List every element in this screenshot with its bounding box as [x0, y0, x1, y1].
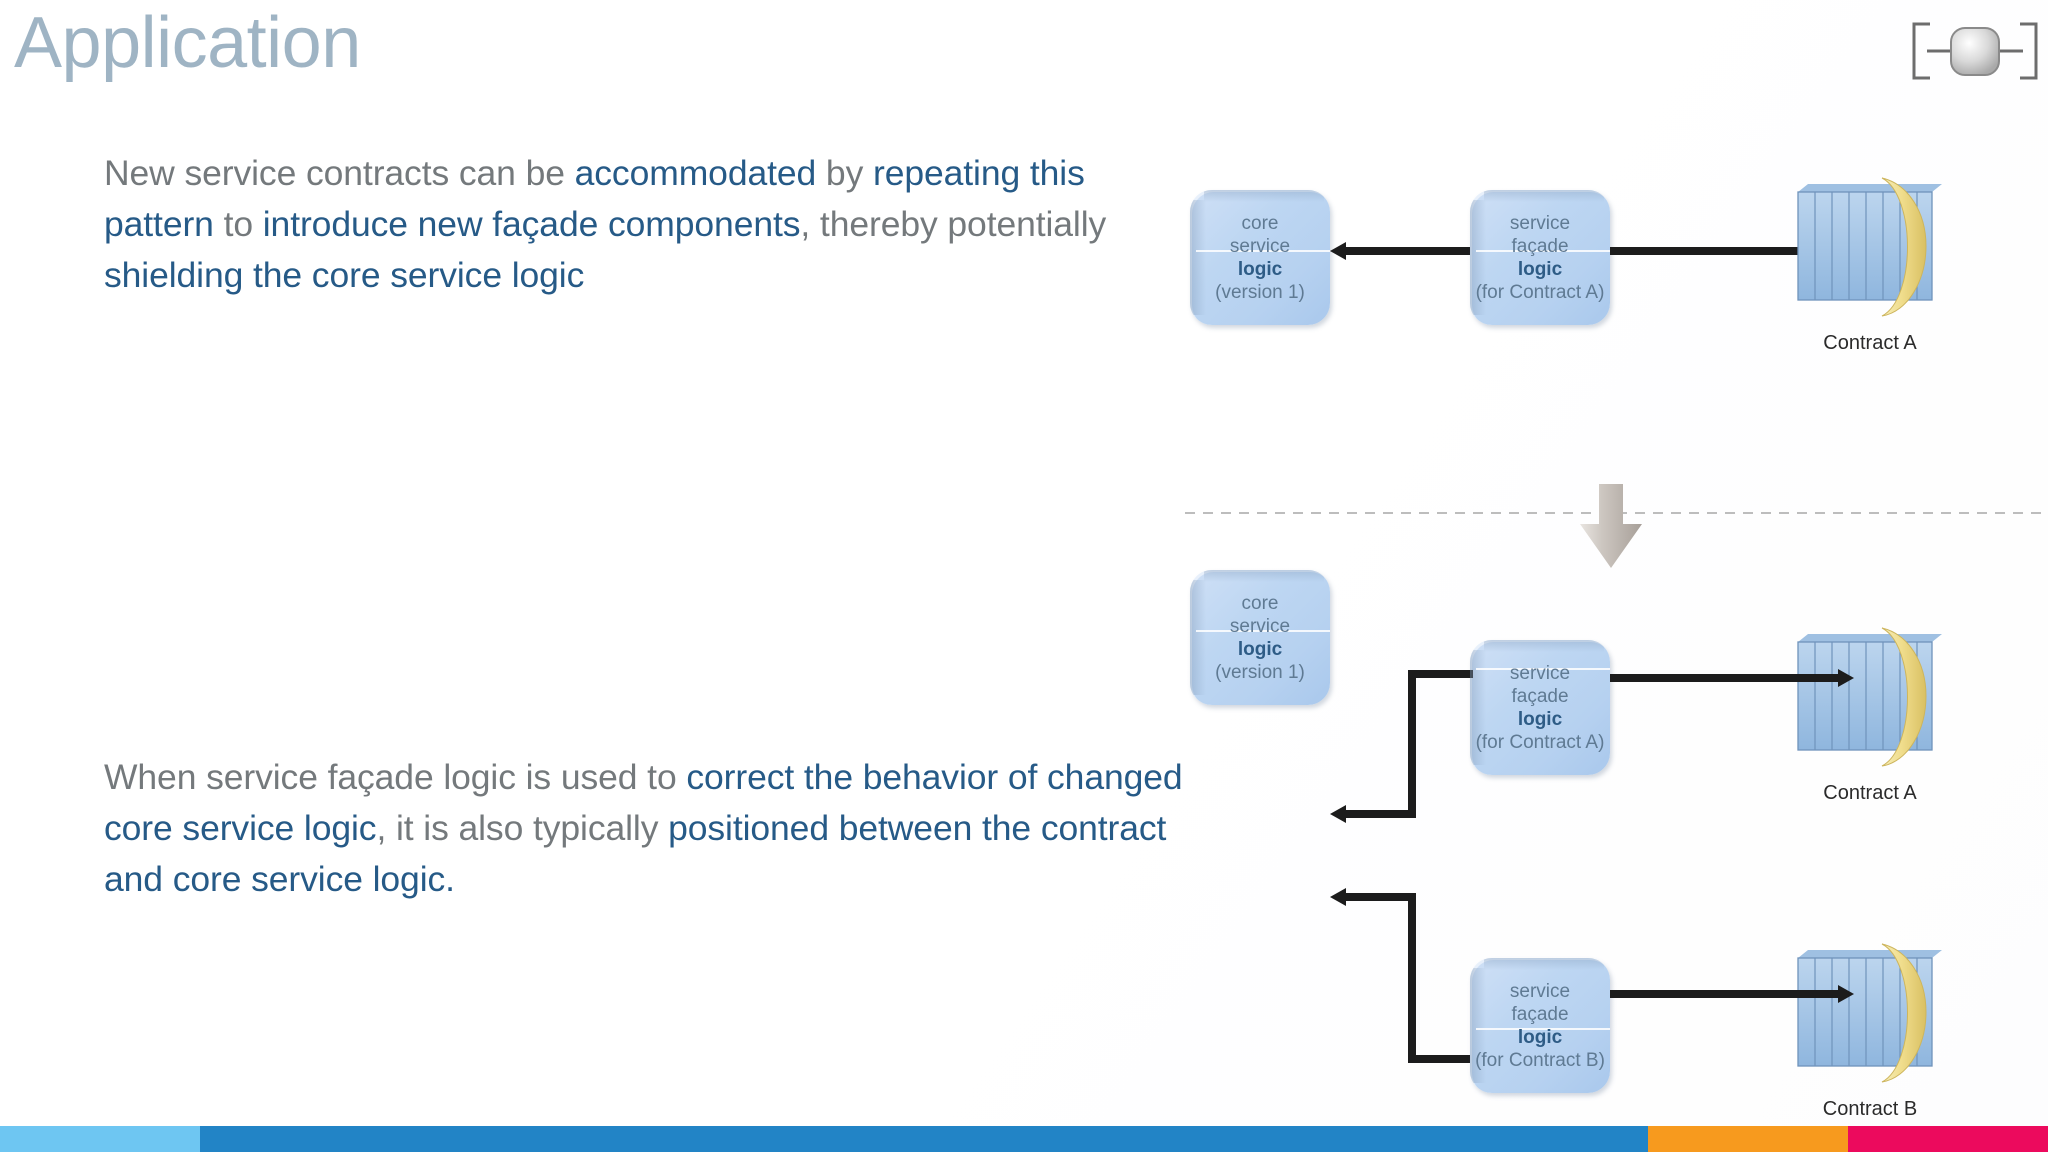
node-line: (for Contract A)	[1475, 281, 1605, 303]
run-gray-4: , thereby potentially	[800, 204, 1107, 244]
contract-label: Contract A	[1823, 332, 1917, 354]
node-line: logic	[1517, 258, 1563, 280]
connector-facadeB-bottom-seg	[1408, 1055, 1473, 1063]
arrowhead-left-core-upper	[1330, 805, 1346, 823]
paragraph-2: When service façade logic is used to cor…	[104, 752, 1224, 905]
connector-facadeB-vert-seg	[1408, 893, 1416, 1063]
connector-facadeA-vert-seg	[1408, 670, 1416, 818]
node-core-service-logic-top: core service logic (version 1)	[1190, 190, 1330, 325]
node-line: service	[1509, 980, 1571, 1002]
node-line: logic	[1237, 258, 1283, 280]
run-blue-4: shielding the core service logic	[104, 255, 585, 295]
connector-facadeA-to-contractA-bottom	[1610, 674, 1840, 682]
connector-facadeB-to-contractB	[1610, 990, 1840, 998]
connector-facade-to-core-top	[1345, 247, 1470, 255]
node-line: logic	[1517, 1026, 1563, 1048]
bar-segment-light-blue	[0, 1126, 200, 1152]
arrowhead-left-top	[1330, 242, 1346, 260]
run-gray-3: to	[213, 204, 263, 244]
node-service-facade-logic-a-top: service façade logic (for Contract A)	[1470, 190, 1610, 325]
bottom-color-bar	[0, 1126, 2048, 1152]
node-line: service	[1229, 235, 1291, 257]
connector-facade-to-contract-top	[1610, 247, 1840, 255]
node-line: (version 1)	[1215, 281, 1305, 303]
run-blue-3: introduce new façade components	[262, 204, 801, 244]
arrowhead-left-core-lower	[1330, 888, 1346, 906]
service-facade-logo	[1910, 8, 2040, 94]
node-line: service	[1509, 662, 1571, 684]
run-gray-2: by	[825, 153, 873, 193]
node-line: logic	[1517, 708, 1563, 730]
contract-label: Contract A	[1823, 782, 1917, 804]
page-title: Application	[14, 3, 361, 83]
arrowhead-right-contractB	[1838, 985, 1854, 1003]
node-line: (for Contract B)	[1475, 1049, 1605, 1071]
down-arrow-icon	[1572, 484, 1650, 570]
connector-facadeB-to-core-seg	[1345, 893, 1415, 901]
bar-segment-blue	[200, 1126, 1648, 1152]
contract-label: Contract B	[1822, 1098, 1918, 1120]
node-line: service	[1229, 615, 1291, 637]
connector-facadeA-top-seg	[1408, 670, 1473, 678]
contract-symbol-a-top: Contract A	[1790, 176, 1950, 354]
connector-facadeA-to-core-seg	[1345, 810, 1415, 818]
node-line: façade	[1511, 1003, 1569, 1025]
run-blue-1: accommodated	[574, 153, 826, 193]
contract-symbol-a-bottom: Contract A	[1790, 626, 1950, 804]
node-service-facade-logic-a-bottom: service façade logic (for Contract A)	[1470, 640, 1610, 775]
paragraph-1: New service contracts can be accommodate…	[104, 148, 1204, 301]
node-line: logic	[1237, 638, 1283, 660]
node-service-facade-logic-b-bottom: service façade logic (for Contract B)	[1470, 958, 1610, 1093]
run2-blue-2: positioned between the contract and core…	[104, 808, 1167, 899]
run-blue-2: repeating this pattern	[104, 153, 1085, 244]
contract-symbol-b-bottom: Contract B	[1790, 942, 1950, 1120]
node-line: service	[1509, 212, 1571, 234]
node-line: (version 1)	[1215, 661, 1305, 683]
run2-gray-1: When service façade logic is used to	[104, 757, 687, 797]
node-line: core	[1241, 592, 1279, 614]
node-line: (for Contract A)	[1475, 731, 1605, 753]
node-line: façade	[1511, 685, 1569, 707]
node-core-service-logic-bottom: core service logic (version 1)	[1190, 570, 1330, 705]
run2-blue-1: correct the behavior of changed core ser…	[104, 757, 1183, 848]
arrowhead-right-contractA-bottom	[1838, 669, 1854, 687]
run2-gray-2: , it is also typically	[376, 808, 669, 848]
node-line: façade	[1511, 235, 1569, 257]
bar-segment-orange	[1648, 1126, 1848, 1152]
node-line: core	[1241, 212, 1279, 234]
run-gray-1: New service contracts can be	[104, 153, 575, 193]
diagram: core service logic (version 1) service f…	[1190, 177, 2048, 1120]
bar-segment-pink	[1848, 1126, 2048, 1152]
